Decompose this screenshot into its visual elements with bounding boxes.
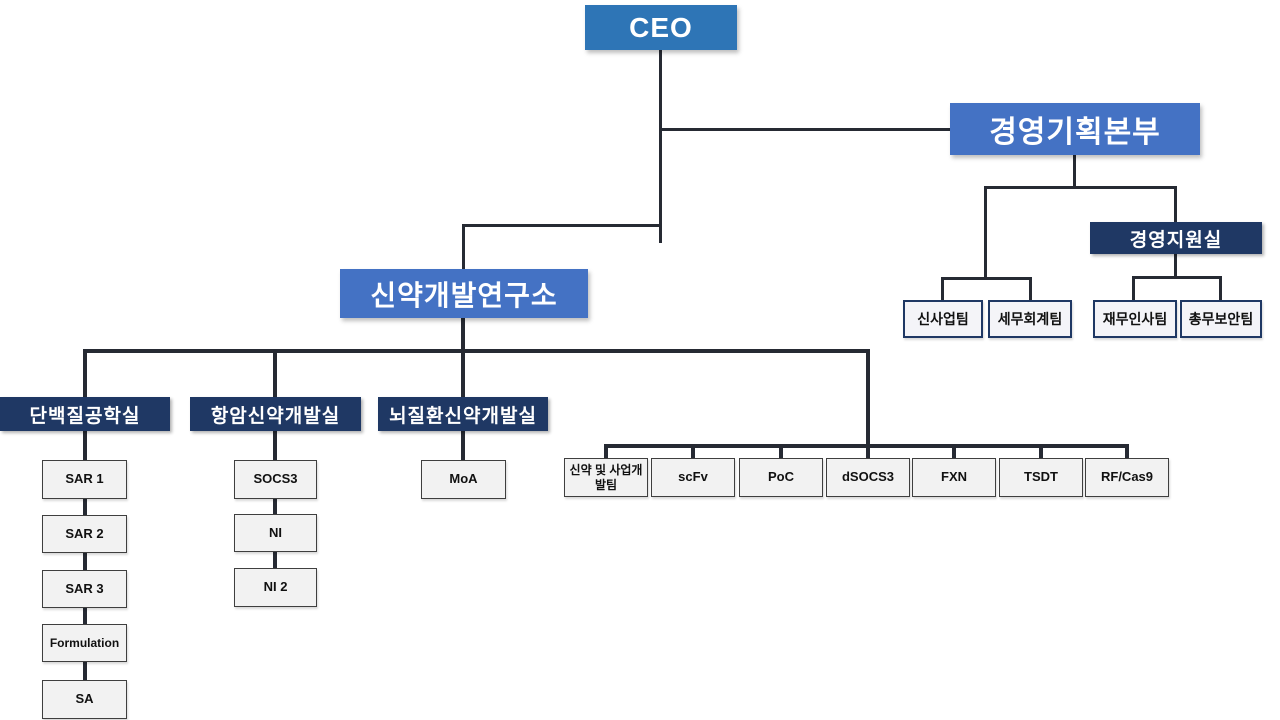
- node-support-team-chongmuboan: 총무보안팀: [1180, 300, 1262, 338]
- connector-hq-split: [984, 186, 1177, 189]
- node-hq-team-sinsaeop: 신사업팀: [903, 300, 983, 338]
- node-institute-team-poc: PoC: [739, 458, 823, 497]
- node-unit-ni: NI: [234, 514, 317, 552]
- node-unit-ni2: NI 2: [234, 568, 317, 607]
- connector-lab3-units: [461, 431, 465, 461]
- connector-drop-support-team-2: [1219, 276, 1222, 302]
- node-institute-team-tsdt: TSDT: [999, 458, 1083, 497]
- node-unit-sar2: SAR 2: [42, 515, 127, 553]
- node-lab-brain-disease-drug: 뇌질환신약개발실: [378, 397, 548, 431]
- connector-institute-bottom-stem: [461, 318, 465, 352]
- connector-lab1-units: [83, 431, 87, 461]
- connector-institute-branch: [462, 224, 662, 227]
- node-unit-sar1: SAR 1: [42, 460, 127, 499]
- node-unit-formulation: Formulation: [42, 624, 127, 662]
- connector-drop-institute-team-2: [691, 444, 695, 459]
- connector-teams-branch-stem: [866, 349, 870, 446]
- node-management-support-office: 경영지원실: [1090, 222, 1262, 254]
- connector-support-stem-top: [1174, 186, 1177, 224]
- connector-drop-institute-team-7: [1125, 444, 1129, 459]
- node-lab-protein-engineering: 단백질공학실: [0, 397, 170, 431]
- connector-sar3-formulation: [83, 607, 87, 625]
- connector-sar2-sar3: [83, 552, 87, 571]
- node-hq-team-semuhoegye: 세무회계팀: [988, 300, 1072, 338]
- connector-drop-institute-team-1: [604, 444, 608, 459]
- connector-formulation-sa: [83, 661, 87, 681]
- connector-drop-lab-1: [83, 349, 87, 398]
- connector-drop-institute-team-3: [779, 444, 783, 459]
- node-unit-socs3: SOCS3: [234, 460, 317, 499]
- connector-hq-stem: [1073, 155, 1076, 188]
- node-unit-sar3: SAR 3: [42, 570, 127, 608]
- node-unit-moa: MoA: [421, 460, 506, 499]
- node-unit-sa: SA: [42, 680, 127, 719]
- connector-drop-institute-team-6: [1039, 444, 1043, 459]
- node-institute-team-dsocs3: dSOCS3: [826, 458, 910, 497]
- node-support-team-jaemuinsa: 재무인사팀: [1093, 300, 1177, 338]
- connector-lab2-units: [273, 431, 277, 461]
- connector-labs-split: [83, 349, 870, 353]
- node-management-hq: 경영기획본부: [950, 103, 1200, 155]
- node-lab-oncology-drug: 항암신약개발실: [190, 397, 361, 431]
- connector-drop-lab-2: [273, 349, 277, 398]
- node-institute-team-bizdev: 신약 및 사업개발팀: [564, 458, 648, 497]
- connector-drop-support-team-1: [1132, 276, 1135, 302]
- node-ceo: CEO: [585, 5, 737, 50]
- connector-support-teams-split: [1132, 276, 1222, 279]
- connector-drop-lab-3: [461, 349, 465, 398]
- node-research-institute: 신약개발연구소: [340, 269, 588, 318]
- connector-socs3-ni: [273, 498, 277, 515]
- connector-ni-ni2: [273, 551, 277, 569]
- connector-drop-institute-team-5: [952, 444, 956, 459]
- connector-hq-teams-split: [941, 277, 1032, 280]
- connector-support-stem-bottom: [1174, 254, 1177, 278]
- connector-drop-hq-team-1: [941, 277, 944, 302]
- connector-ceo-stem: [659, 50, 662, 243]
- connector-drop-hq-team-2: [1029, 277, 1032, 302]
- node-institute-team-scfv: scFv: [651, 458, 735, 497]
- connector-hq-left-drop: [984, 186, 987, 279]
- connector-sar1-sar2: [83, 498, 87, 516]
- connector-drop-institute-team-4: [866, 444, 870, 459]
- connector-institute-stem: [462, 224, 465, 269]
- node-institute-team-rfcas9: RF/Cas9: [1085, 458, 1169, 497]
- node-institute-team-fxn: FXN: [912, 458, 996, 497]
- connector-hq-branch: [660, 128, 952, 131]
